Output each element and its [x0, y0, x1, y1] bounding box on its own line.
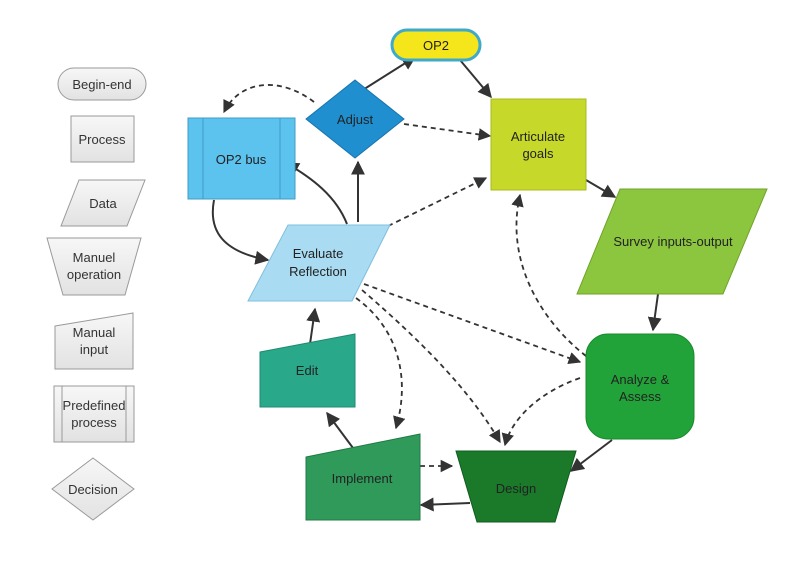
arrow-adjust-to-op2: [357, 56, 417, 94]
arrow-analyze-to-design: [569, 439, 613, 472]
design-label: Design: [496, 481, 536, 496]
legend: Begin-end Process Data Manuel operation …: [46, 67, 147, 521]
op2-label: OP2: [423, 38, 449, 53]
arrow-evaluate-to-design: [361, 289, 501, 444]
legend-begin-end: Begin-end: [57, 67, 147, 101]
legend-decision: Decision: [51, 457, 135, 521]
evaluate-label-line1: Evaluate: [293, 246, 344, 261]
legend-process-label: Process: [79, 132, 126, 147]
node-articulate-goals[interactable]: Articulate goals: [490, 98, 587, 191]
node-implement[interactable]: Implement: [305, 433, 421, 521]
arrow-design-to-implement: [419, 497, 471, 512]
arrow-implement-to-edit: [326, 411, 354, 449]
legend-process: Process: [70, 115, 135, 163]
arrow-evaluate-to-articulate: [379, 177, 488, 231]
legend-manual-input-line2: input: [80, 342, 109, 357]
legend-predefined-process: Predefined process: [53, 385, 135, 443]
adjust-label: Adjust: [337, 112, 374, 127]
arrow-adjust-to-articulate: [403, 123, 492, 141]
arrow-evaluate-to-implement: [355, 297, 406, 430]
legend-manual-operation-line2: operation: [67, 267, 121, 282]
articulate-label-line2: goals: [522, 146, 554, 161]
legend-manual-input-line1: Manual: [73, 325, 116, 340]
legend-begin-end-label: Begin-end: [72, 77, 131, 92]
evaluate-label-line2: Reflection: [289, 264, 347, 279]
arrow-op2-to-articulate: [459, 59, 492, 99]
survey-label: Survey inputs-output: [613, 234, 733, 249]
arrow-evaluate-to-analyze: [363, 283, 582, 365]
arrow-analyze-to-design: [501, 377, 581, 447]
articulate-label-line1: Articulate: [511, 129, 565, 144]
arrow-analyze-to-articulate: [511, 193, 587, 357]
analyze-label-line2: Assess: [619, 389, 661, 404]
edit-label: Edit: [296, 363, 319, 378]
legend-data: Data: [60, 179, 146, 227]
node-design[interactable]: Design: [455, 450, 577, 523]
arrow-articulate-to-survey: [585, 179, 617, 198]
node-analyze-assess[interactable]: Analyze & Assess: [585, 333, 695, 440]
legend-predefined-process-line2: process: [71, 415, 117, 430]
node-evaluate-reflection[interactable]: Evaluate Reflection: [247, 224, 391, 302]
legend-manual-operation-line1: Manuel: [73, 250, 116, 265]
arrow-edit-to-evaluate: [306, 307, 321, 345]
node-adjust[interactable]: Adjust: [305, 79, 405, 159]
node-op2-bus[interactable]: OP2 bus: [187, 117, 296, 200]
arrow-adjust-to-op2bus: [223, 84, 315, 114]
legend-predefined-process-line1: Predefined: [63, 398, 126, 413]
legend-manual-operation: Manuel operation: [46, 237, 142, 296]
connectors: [211, 56, 662, 512]
op2-bus-label: OP2 bus: [216, 152, 267, 167]
node-edit[interactable]: Edit: [259, 333, 356, 408]
node-survey[interactable]: Survey inputs-output: [576, 188, 768, 295]
arrow-op2bus-to-evaluate: [211, 199, 270, 265]
legend-manual-input: Manual input: [54, 312, 134, 370]
legend-data-label: Data: [89, 196, 117, 211]
legend-decision-label: Decision: [68, 482, 118, 497]
implement-label: Implement: [332, 471, 393, 486]
arrow-survey-to-analyze: [647, 293, 662, 332]
node-op2[interactable]: OP2: [390, 28, 482, 62]
analyze-label-line1: Analyze &: [611, 372, 670, 387]
